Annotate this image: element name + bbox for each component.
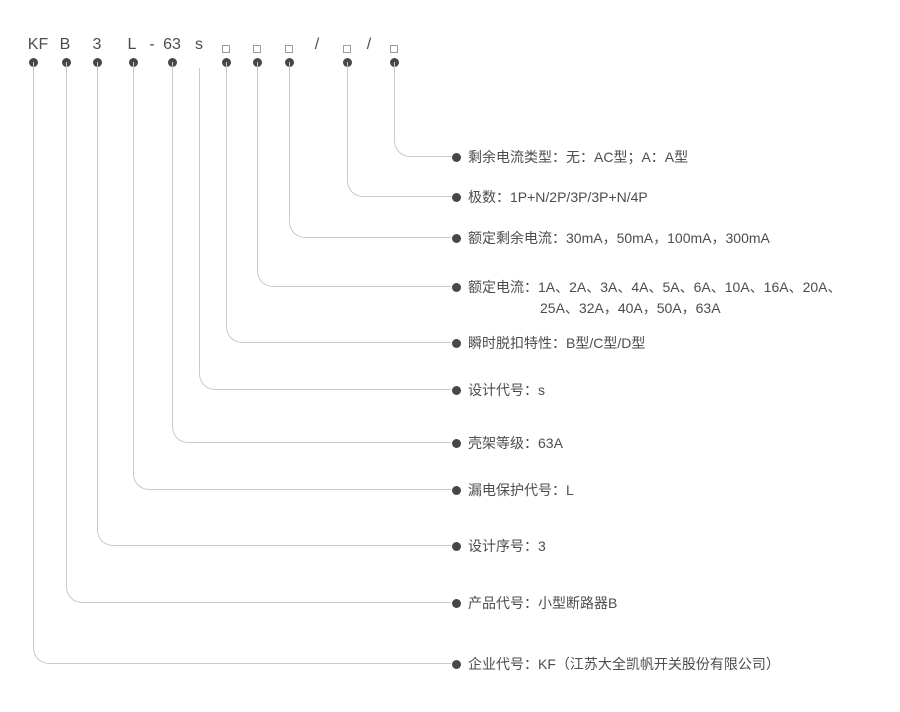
spec-label-text: 瞬时脱扣特性：B型/C型/D型: [468, 334, 646, 351]
code-char: s: [195, 36, 203, 53]
label-bullet: [451, 338, 461, 348]
label-bullet: [451, 541, 461, 551]
code-placeholder-box: [222, 45, 230, 53]
label-bullet: [451, 659, 461, 669]
label-bullet: [451, 485, 461, 495]
spec-label-text: 额定电流：1A、2A、3A、4A、5A、6A、10A、16A、20A、: [468, 278, 842, 295]
code-char: KF: [27, 36, 49, 53]
spec-label: 企业代号：KF（江苏大全凯帆开关股份有限公司）: [468, 654, 780, 675]
spec-label-text: 极数：1P+N/2P/3P/3P+N/4P: [468, 188, 648, 205]
connector-line: [199, 68, 451, 390]
spec-label: 瞬时脱扣特性：B型/C型/D型: [468, 333, 645, 354]
spec-label-text: 25A、32A，40A，50A，63A: [540, 299, 721, 316]
connector-line: [172, 62, 451, 443]
connector-line: [394, 62, 451, 157]
spec-label-text: 漏电保护代号：L: [468, 481, 574, 498]
connector-line: [226, 62, 451, 343]
code-char: 3: [92, 36, 102, 53]
code-placeholder-box: [285, 45, 293, 53]
spec-label: 设计序号：3: [468, 536, 546, 557]
spec-label-text: 壳架等级：63A: [468, 434, 563, 451]
spec-label: 极数：1P+N/2P/3P/3P+N/4P: [468, 187, 648, 208]
spec-label: 剩余电流类型：无：AC型；A：A型: [468, 147, 688, 168]
spec-label-text: 额定剩余电流：30mA，50mA，100mA，300mA: [468, 229, 770, 246]
spec-label: 壳架等级：63A: [468, 433, 563, 454]
connector-line: [133, 62, 451, 490]
connector-line: [289, 62, 451, 238]
spec-label-text: 设计代号：s: [468, 381, 545, 398]
spec-label: 产品代号：小型断路器B: [468, 593, 617, 614]
spec-label: 设计代号：s: [468, 380, 545, 401]
code-separator-slash: /: [366, 36, 372, 53]
connector-line: [257, 62, 451, 287]
code-separator-slash: /: [314, 36, 320, 53]
label-bullet: [451, 192, 461, 202]
label-bullet: [451, 598, 461, 608]
spec-label: 漏电保护代号：L: [468, 480, 574, 501]
spec-label: 额定剩余电流：30mA，50mA，100mA，300mA: [468, 228, 770, 249]
label-bullet: [451, 438, 461, 448]
code-placeholder-box: [343, 45, 351, 53]
code-placeholder-box: [253, 45, 261, 53]
label-bullet: [451, 233, 461, 243]
code-char: -: [149, 36, 155, 53]
code-char: 63: [163, 36, 181, 53]
label-bullet: [451, 282, 461, 292]
code-placeholder-box: [390, 45, 398, 53]
spec-label-text: 企业代号：KF（江苏大全凯帆开关股份有限公司）: [468, 655, 780, 672]
spec-label-text: 剩余电流类型：无：AC型；A：A型: [468, 148, 689, 165]
spec-label: 额定电流：1A、2A、3A、4A、5A、6A、10A、16A、20A、 25A、3…: [468, 277, 841, 319]
label-bullet: [451, 385, 461, 395]
spec-label-text: 设计序号：3: [468, 537, 546, 554]
connector-line: [66, 62, 451, 603]
code-char: B: [59, 36, 71, 53]
code-char: L: [127, 36, 137, 53]
connector-line: [347, 62, 451, 197]
spec-label-text: 产品代号：小型断路器B: [468, 594, 618, 611]
connector-line: [97, 62, 451, 546]
connector-line: [33, 62, 451, 664]
label-bullet: [451, 152, 461, 162]
